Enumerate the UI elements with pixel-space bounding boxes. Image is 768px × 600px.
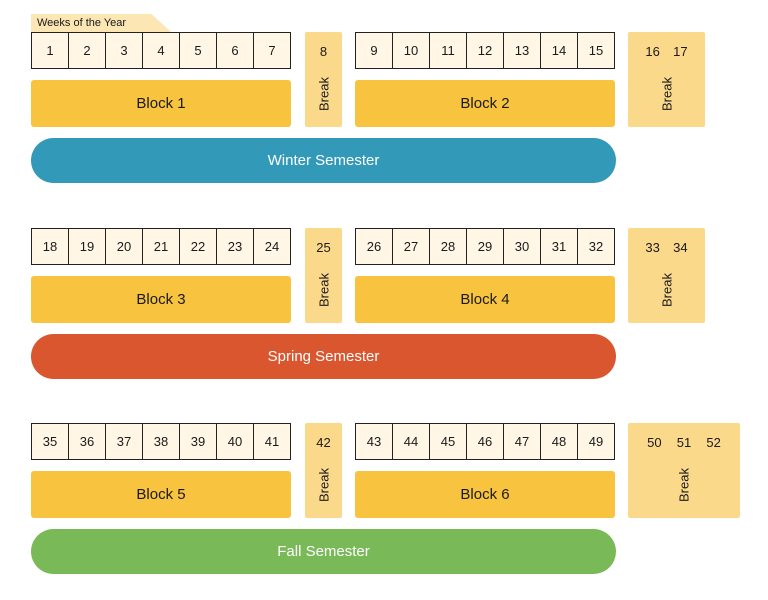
- week-cell: 5: [180, 33, 217, 68]
- break-week-number: 51: [676, 435, 692, 450]
- block-bar: Block 2: [355, 80, 615, 127]
- week-cell: 19: [69, 229, 106, 264]
- end-break-weeks: 50 51 52: [628, 435, 740, 450]
- break-label: Break: [659, 273, 674, 307]
- week-cell: 13: [504, 33, 541, 68]
- break-week-number: 17: [673, 44, 688, 59]
- break-label: Break: [316, 468, 331, 502]
- break-week-number: 25: [316, 240, 331, 255]
- week-cell: 41: [264, 434, 280, 449]
- semester-bar: Spring Semester: [31, 334, 616, 379]
- block-bar: Block 3: [31, 276, 291, 323]
- week-cell: 28: [430, 229, 467, 264]
- break-label: Break: [659, 77, 674, 111]
- week-cell: 22: [180, 229, 217, 264]
- block-bar: Block 4: [355, 276, 615, 323]
- week-cell: 39: [180, 424, 217, 459]
- break-label: Break: [316, 77, 331, 111]
- break-label: Break: [676, 468, 692, 502]
- week-cell: 1: [32, 33, 69, 68]
- week-cell: 20: [106, 229, 143, 264]
- week-cell: 46: [467, 424, 504, 459]
- week-cell: 35: [32, 424, 69, 459]
- week-cell: 32: [588, 239, 604, 254]
- weeks-of-year-title: Weeks of the Year: [31, 14, 171, 32]
- week-cell: 49: [588, 434, 604, 449]
- week-cell: 14: [541, 33, 578, 68]
- break-week-number: 52: [706, 435, 721, 450]
- week-cell: 18: [32, 229, 69, 264]
- break-week-number: 42: [316, 435, 331, 450]
- week-cell: 2: [69, 33, 106, 68]
- week-cell: 29: [467, 229, 504, 264]
- week-cell: 43: [356, 424, 393, 459]
- week-cell: 11: [430, 33, 467, 68]
- week-cell: 31: [541, 229, 578, 264]
- week-cell: 44: [393, 424, 430, 459]
- block-bar: Block 5: [31, 471, 291, 518]
- week-cell: 12: [467, 33, 504, 68]
- week-cell: 10: [393, 33, 430, 68]
- week-cell: 36: [69, 424, 106, 459]
- break-week-number: 8: [319, 44, 328, 59]
- week-cell: 45: [430, 424, 467, 459]
- week-cell: 24: [264, 239, 280, 254]
- week-cell: 40: [217, 424, 254, 459]
- week-cell: 6: [217, 33, 254, 68]
- week-cell: 3: [106, 33, 143, 68]
- break-week-number: 50: [647, 435, 662, 450]
- break-week-number: 16: [645, 44, 660, 59]
- block-bar: Block 6: [355, 471, 615, 518]
- week-cell: 4: [143, 33, 180, 68]
- break-week-number: 34: [673, 240, 688, 255]
- week-cell: 27: [393, 229, 430, 264]
- semester-bar: Fall Semester: [31, 529, 616, 574]
- week-cell: 7: [268, 43, 276, 58]
- week-cell: 47: [504, 424, 541, 459]
- week-cell: 9: [356, 33, 393, 68]
- semester-bar: Winter Semester: [31, 138, 616, 183]
- block-bar: Block 1: [31, 80, 291, 127]
- break-week-number: 33: [645, 240, 660, 255]
- week-cell: 30: [504, 229, 541, 264]
- end-break-weeks: 33 34: [628, 240, 705, 255]
- week-cell: 26: [356, 229, 393, 264]
- week-cell: 48: [541, 424, 578, 459]
- week-cell: 38: [143, 424, 180, 459]
- week-cell: 37: [106, 424, 143, 459]
- week-cell: 15: [588, 43, 604, 58]
- week-cell: 21: [143, 229, 180, 264]
- break-label: Break: [316, 273, 331, 307]
- week-cell: 23: [217, 229, 254, 264]
